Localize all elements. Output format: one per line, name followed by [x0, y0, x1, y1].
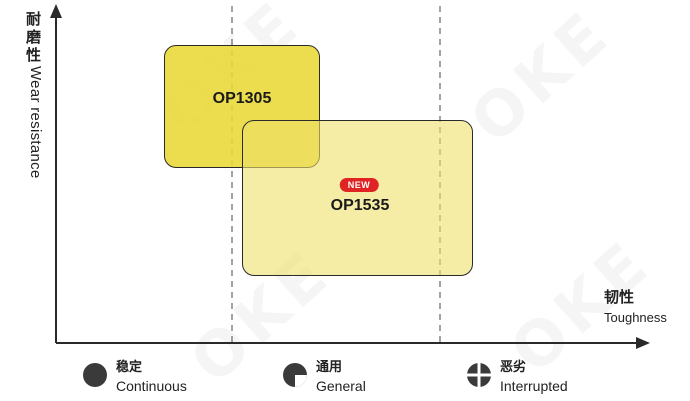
legend-item-general: 通用 General [282, 360, 366, 395]
legend-interrupted-en: Interrupted [500, 378, 568, 394]
legend-general-cn: 通用 [316, 360, 343, 375]
y-axis-label-en: Wear resistance [27, 66, 44, 179]
zone-label-op1305: OP1305 [212, 90, 272, 107]
x-axis-label: 韧性 Toughness [604, 288, 667, 326]
legend-interrupted-cn: 恶劣 [500, 360, 527, 375]
legend-continuous-cn: 稳定 [116, 360, 143, 375]
x-axis-label-cn: 韧性 [604, 288, 635, 306]
zone-label-op1535: OP1535 [330, 197, 390, 214]
y-axis-label: 耐磨性 Wear resistance [26, 10, 44, 179]
cross-circle-icon [466, 362, 492, 388]
y-axis-label-cn: 耐磨性 [26, 10, 42, 64]
full-circle-icon [83, 363, 107, 387]
x-axis-label-en: Toughness [604, 310, 667, 325]
zone-op1535 [242, 120, 473, 276]
new-badge: NEW [339, 178, 379, 192]
x-axis-arrow [636, 337, 650, 349]
notched-circle-icon [283, 363, 307, 387]
legend-item-continuous: 稳定 Continuous [82, 360, 187, 395]
legend-general-en: General [316, 378, 366, 394]
legend-item-interrupted: 恶劣 Interrupted [466, 360, 568, 395]
legend-continuous-en: Continuous [116, 378, 187, 394]
y-axis-arrow [50, 4, 62, 18]
